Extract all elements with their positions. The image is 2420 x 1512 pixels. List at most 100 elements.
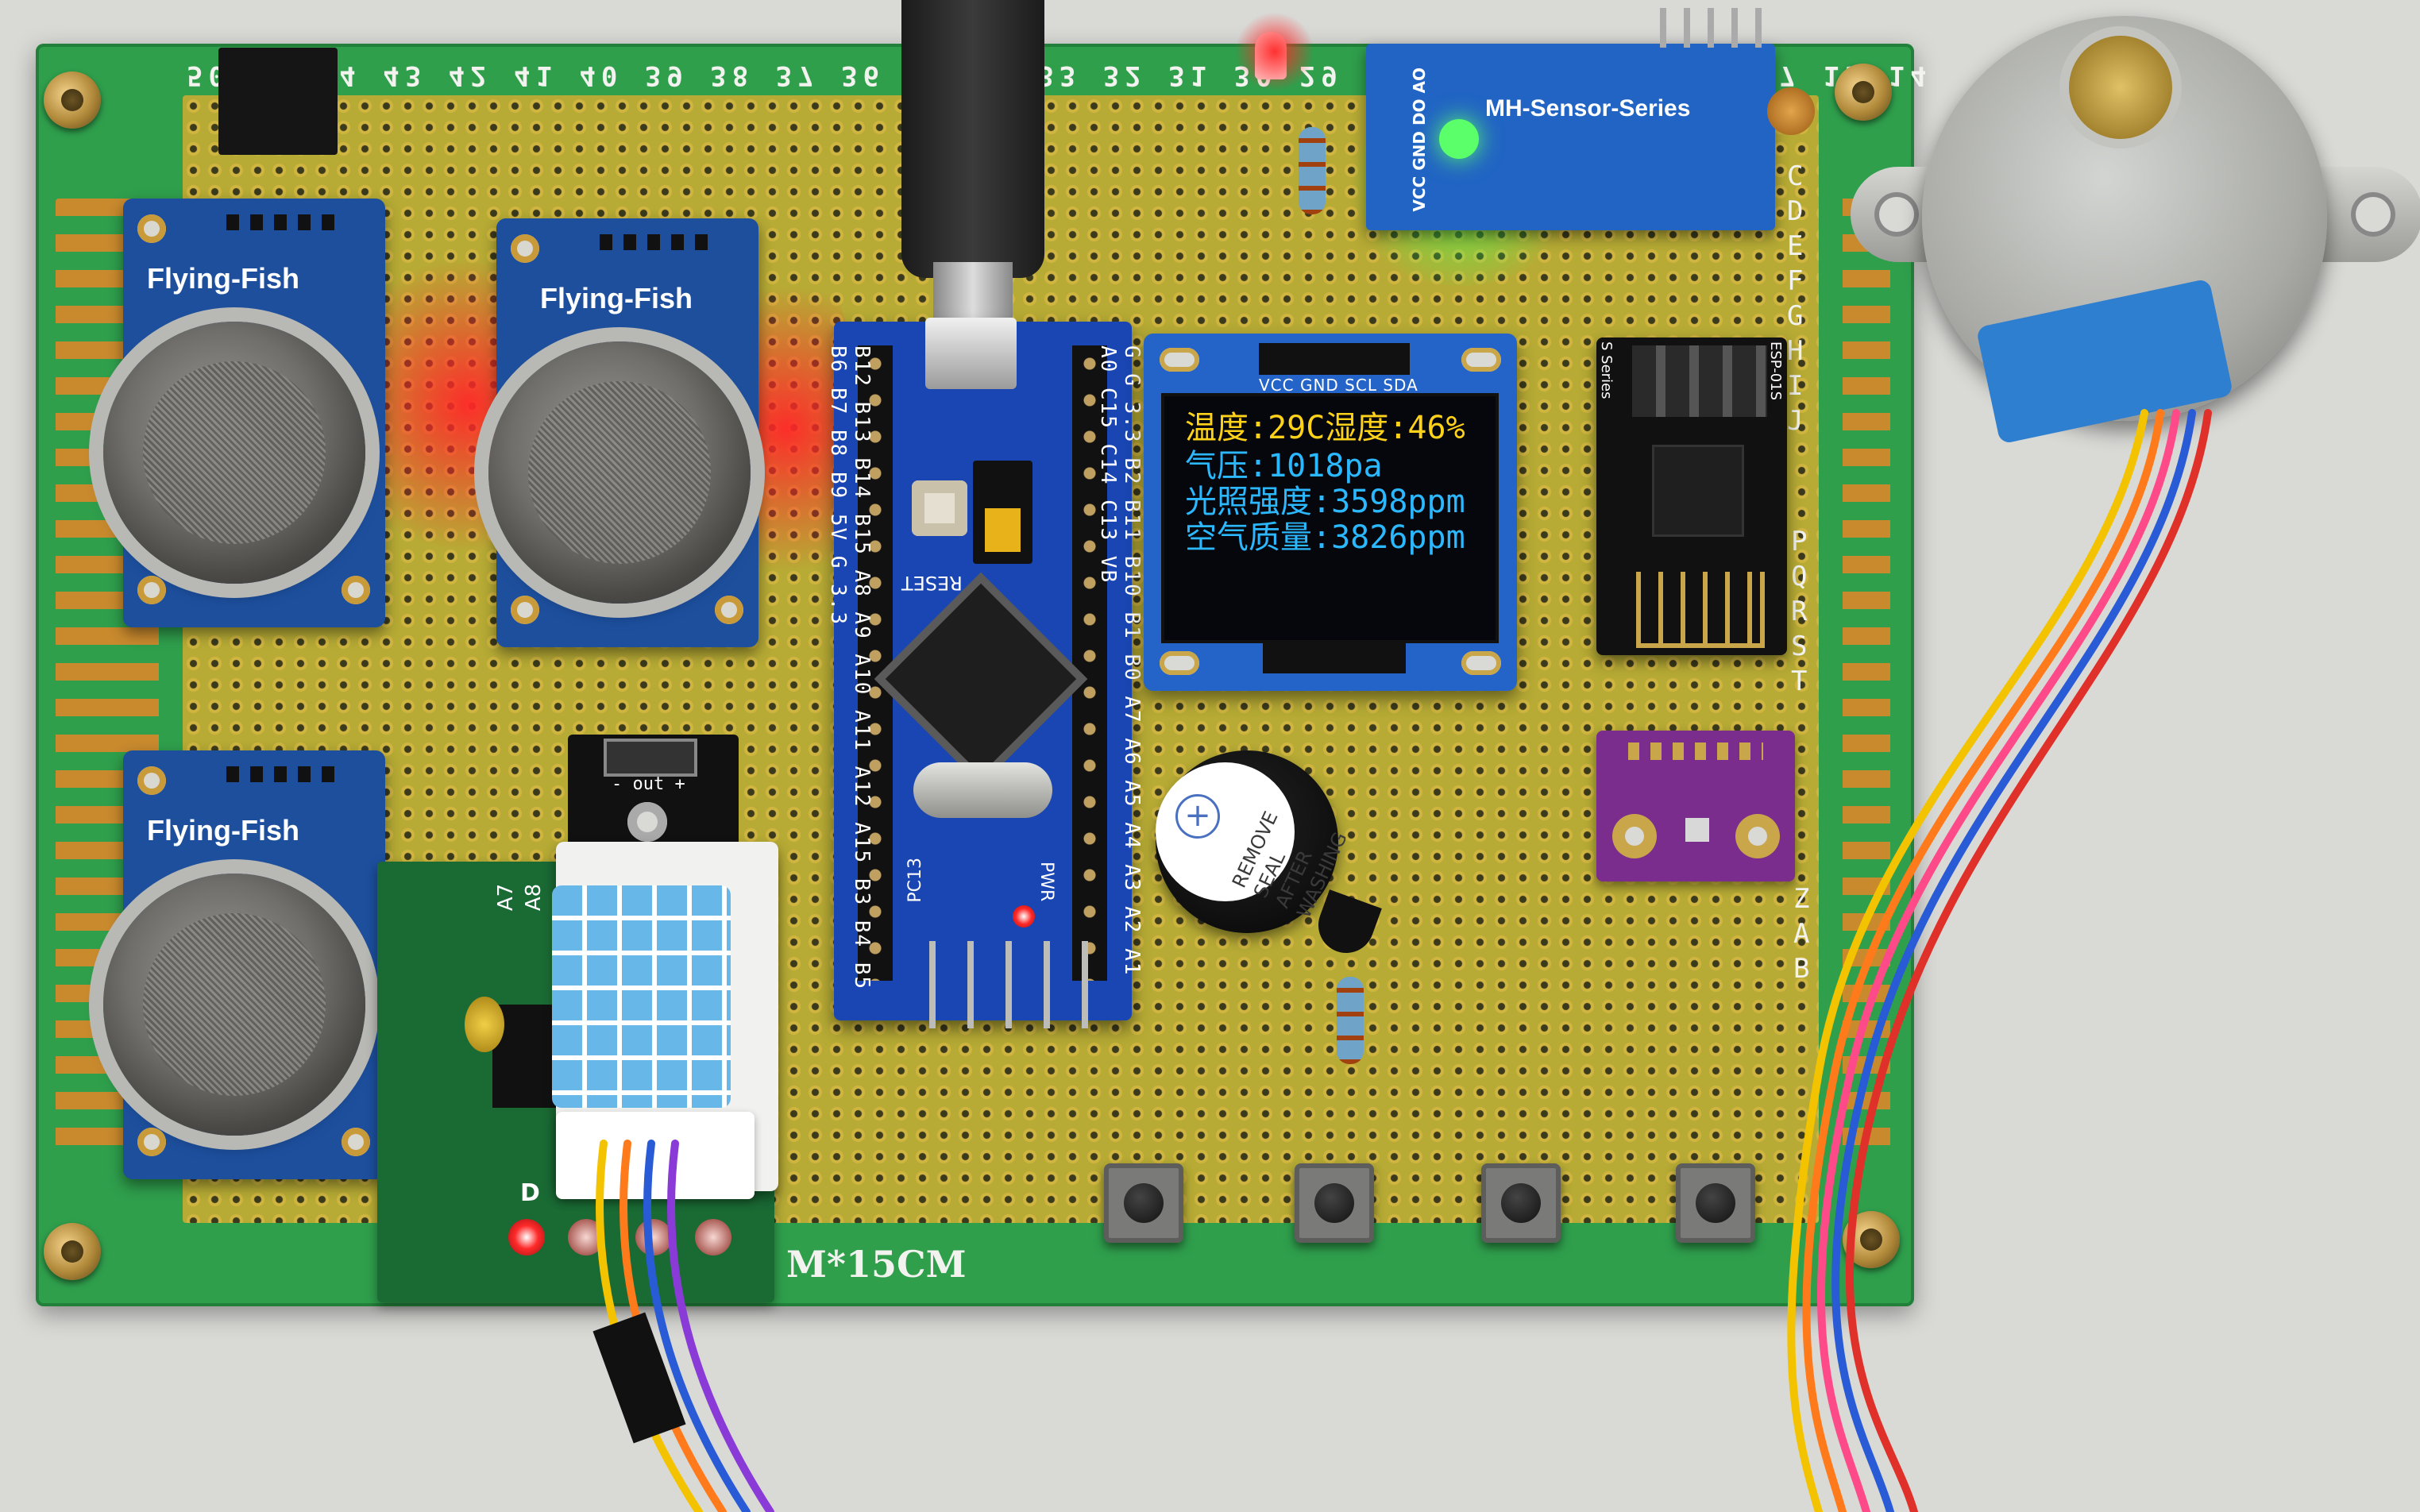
mounting-hole bbox=[1160, 348, 1199, 372]
esp-series-label: S Series bbox=[1598, 341, 1615, 399]
module-brand-label: Flying-Fish bbox=[147, 814, 299, 847]
screw-bottom-left bbox=[44, 1223, 101, 1280]
oled-screen: 温度:29C湿度:46% 气压:1018pa 光照强度:3598ppm 空气质量… bbox=[1161, 393, 1499, 643]
pin-strip-right bbox=[1072, 345, 1107, 981]
wire-connector bbox=[556, 1112, 755, 1199]
screw-top-right bbox=[1835, 64, 1892, 121]
tactile-button-3[interactable] bbox=[1481, 1163, 1561, 1243]
usb-cable-connector bbox=[933, 262, 1013, 326]
pin-strip-left bbox=[858, 345, 893, 981]
resistor bbox=[1337, 977, 1364, 1064]
oled-line-pressure: 气压:1018pa bbox=[1185, 448, 1383, 484]
oled-line-temp-humidity: 温度:29C湿度:46% bbox=[1185, 410, 1465, 446]
oled-line-light: 光照强度:3598ppm bbox=[1185, 484, 1465, 520]
mounting-hole bbox=[1461, 651, 1501, 675]
mounting-hole bbox=[1461, 348, 1501, 372]
reset-button[interactable] bbox=[912, 480, 967, 536]
stm32-blue-pill bbox=[834, 322, 1132, 1020]
antenna-icon bbox=[1636, 572, 1765, 648]
wire-pink bbox=[1817, 409, 2180, 1512]
mounting-hole bbox=[1874, 192, 1919, 237]
light-sensor-title: MH-Sensor-Series bbox=[1485, 95, 1691, 122]
oled-line-air-quality: 空气质量:3826ppm bbox=[1185, 519, 1465, 556]
mounting-pad bbox=[1735, 814, 1780, 858]
wire-blue bbox=[1831, 409, 2196, 1512]
capacitor bbox=[465, 997, 504, 1052]
wire-orange bbox=[1802, 409, 2164, 1512]
wire-red bbox=[1846, 409, 2212, 1512]
module-brand-label: Flying-Fish bbox=[540, 282, 693, 314]
red-led bbox=[508, 1219, 545, 1256]
row-letters-mid: PQRST bbox=[1791, 526, 1808, 697]
pin-header-connector bbox=[218, 48, 338, 155]
pin-header bbox=[600, 234, 711, 250]
led bbox=[635, 1219, 672, 1256]
resistor bbox=[1299, 127, 1326, 214]
wire-sensor-purple bbox=[667, 1140, 774, 1512]
programming-pins bbox=[929, 941, 1096, 1028]
mcu-left-pin-labels: B12 B13 B14 B15 A8 A9 A10 A11 A12 A15 B3… bbox=[826, 345, 874, 991]
mounting-hole bbox=[511, 234, 539, 263]
driver-label-d: D bbox=[520, 1179, 540, 1207]
mounting-hole bbox=[1160, 651, 1199, 675]
mounting-hole bbox=[2351, 192, 2395, 237]
pressure-sensor-module bbox=[1596, 731, 1795, 881]
gas-sensor-mesh bbox=[488, 341, 751, 604]
gas-sensor-module: Flying-Fish bbox=[103, 750, 385, 1179]
gas-sensor-module: Flying-Fish bbox=[488, 218, 758, 647]
pin-header bbox=[226, 766, 338, 782]
buzzer-seal bbox=[1156, 762, 1295, 901]
pin-header bbox=[604, 739, 697, 777]
green-led bbox=[1439, 119, 1479, 159]
tactile-button-2[interactable] bbox=[1295, 1163, 1374, 1243]
oled-ribbon bbox=[1263, 642, 1406, 673]
module-brand-label: Flying-Fish bbox=[147, 262, 299, 295]
row-letters-top: CDEFGHIJ bbox=[1787, 160, 1804, 437]
boot-jumper bbox=[973, 461, 1032, 564]
mounting-hole bbox=[342, 576, 370, 604]
heat-shrink bbox=[592, 1312, 686, 1444]
pin-header bbox=[1660, 8, 1763, 48]
usb-cable-plug bbox=[901, 0, 1044, 278]
mounting-hole bbox=[137, 576, 166, 604]
tactile-button-1[interactable] bbox=[1104, 1163, 1183, 1243]
pin-header bbox=[226, 214, 338, 230]
esp-chip bbox=[1652, 445, 1744, 537]
photoresistor bbox=[1767, 87, 1815, 135]
crystal-oscillator bbox=[913, 762, 1052, 818]
power-led bbox=[1013, 905, 1035, 928]
screw-top-left bbox=[44, 71, 101, 129]
gas-sensor-mesh bbox=[103, 874, 365, 1136]
mounting-hole bbox=[137, 1128, 166, 1156]
led bbox=[695, 1219, 731, 1256]
microphone-icon bbox=[627, 802, 667, 842]
sound-module-label: - out + bbox=[612, 774, 685, 794]
buzzer-plus-mark: + bbox=[1175, 794, 1220, 839]
gas-sensor-mesh bbox=[103, 322, 365, 584]
light-sensor-module bbox=[1366, 44, 1775, 230]
board-size-label: M*15CM bbox=[786, 1243, 967, 1286]
mcu-right-pin-labels: G G 3.3 B2 B11 B10 B1 B0 A7 A6 A5 A4 A3 … bbox=[1096, 345, 1144, 977]
mounting-pad bbox=[1612, 814, 1657, 858]
row-letters-bottom: ZAB bbox=[1793, 883, 1810, 985]
wire-sensor-blue bbox=[643, 1140, 751, 1512]
wire-yellow bbox=[1787, 409, 2148, 1512]
dht11-sensor bbox=[552, 885, 731, 1108]
tactile-button-4[interactable] bbox=[1676, 1163, 1755, 1243]
oled-pin-header bbox=[1259, 343, 1410, 375]
mounting-hole bbox=[511, 596, 539, 624]
pin-header bbox=[1632, 345, 1767, 417]
mounting-hole bbox=[137, 214, 166, 243]
esp-model-label: ESP-01S bbox=[1767, 341, 1784, 401]
motor-shaft bbox=[2069, 36, 2172, 139]
pressure-sensor-chip bbox=[1685, 818, 1709, 842]
pwr-label: PWR bbox=[1036, 862, 1056, 902]
micro-usb-port bbox=[925, 318, 1017, 389]
oled-pin-labels: VCC GND SCL SDA bbox=[1259, 376, 1418, 395]
red-led-glow bbox=[1235, 12, 1314, 91]
mounting-hole bbox=[715, 596, 743, 624]
gas-sensor-module: Flying-Fish bbox=[103, 199, 385, 627]
mounting-hole bbox=[137, 766, 166, 795]
pin-holes bbox=[1628, 742, 1763, 760]
edge-pads-right bbox=[1843, 199, 1890, 1151]
